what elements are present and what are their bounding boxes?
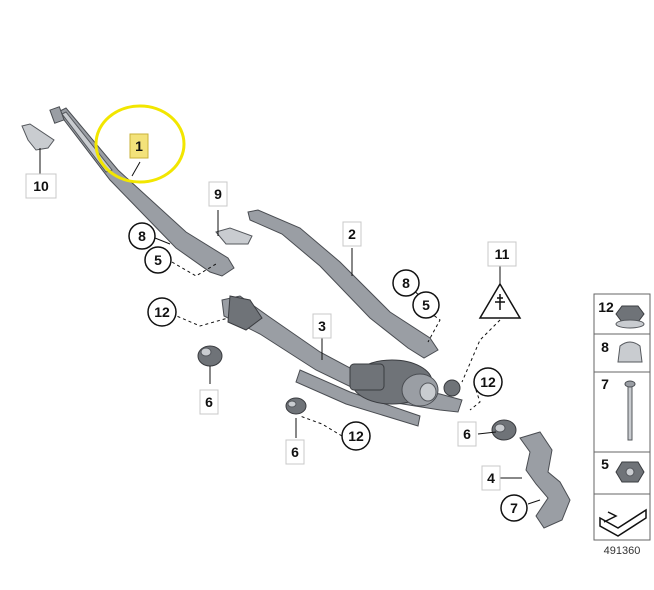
callout-2[interactable]: 2 xyxy=(342,221,362,247)
svg-text:6: 6 xyxy=(205,394,213,410)
svg-text:9: 9 xyxy=(214,186,222,202)
blade-clip-9[interactable] xyxy=(215,227,253,245)
cap-icon xyxy=(617,341,643,363)
callout-12b[interactable]: 12 xyxy=(341,421,371,451)
diagram-number: 491360 xyxy=(604,545,641,557)
grommet-left[interactable] xyxy=(197,345,223,367)
bracket[interactable] xyxy=(519,431,571,529)
svg-text:7: 7 xyxy=(601,376,609,392)
callout-12a[interactable]: 12 xyxy=(147,297,177,327)
electrical-warning-icon xyxy=(478,282,522,319)
svg-text:4: 4 xyxy=(487,470,495,486)
callout-10[interactable]: 10 xyxy=(25,173,57,199)
wiper-motor[interactable] xyxy=(349,359,439,407)
callout-1[interactable]: 1 xyxy=(129,133,149,159)
legend-item-7[interactable]: 7 xyxy=(601,376,636,441)
svg-text:5: 5 xyxy=(154,252,162,268)
legend-item-12[interactable]: 12 xyxy=(598,299,645,329)
callout-9[interactable]: 9 xyxy=(208,181,228,207)
svg-text:7: 7 xyxy=(510,500,518,516)
svg-text:8: 8 xyxy=(601,339,609,355)
callout-5a[interactable]: 5 xyxy=(144,246,172,274)
svg-text:8: 8 xyxy=(138,228,146,244)
wiper-arm-left[interactable] xyxy=(49,106,235,277)
callout-7[interactable]: 7 xyxy=(500,494,528,522)
callout-4[interactable]: 4 xyxy=(481,465,501,491)
legend-item-8[interactable]: 8 xyxy=(601,339,643,363)
callout-6b[interactable]: 6 xyxy=(285,439,305,465)
svg-text:12: 12 xyxy=(348,428,364,444)
svg-text:1: 1 xyxy=(135,138,143,154)
callout-8a[interactable]: 8 xyxy=(128,222,156,250)
legend-arrow-icon xyxy=(599,508,647,537)
svg-text:12: 12 xyxy=(598,299,614,315)
callout-12c[interactable]: 12 xyxy=(473,367,503,397)
svg-text:3: 3 xyxy=(318,318,326,334)
grommet-center[interactable] xyxy=(285,397,307,415)
callout-5b[interactable]: 5 xyxy=(412,291,440,319)
blade-clip-10[interactable] xyxy=(21,123,55,151)
svg-text:6: 6 xyxy=(463,426,471,442)
grommet-right[interactable] xyxy=(491,419,517,441)
rivet-icon xyxy=(627,383,633,441)
wiper-arm-right[interactable] xyxy=(247,209,439,359)
callout-8b[interactable]: 8 xyxy=(392,269,420,297)
legend-item-5[interactable]: 5 xyxy=(601,456,645,483)
highlight-ellipse xyxy=(94,104,186,184)
wiper-linkage[interactable] xyxy=(221,295,463,427)
svg-text:2: 2 xyxy=(348,226,356,242)
svg-text:10: 10 xyxy=(33,178,49,194)
svg-text:12: 12 xyxy=(154,304,170,320)
callout-6c[interactable]: 6 xyxy=(457,421,477,447)
svg-text:6: 6 xyxy=(291,444,299,460)
callout-6a[interactable]: 6 xyxy=(199,389,219,415)
svg-text:12: 12 xyxy=(480,374,496,390)
callout-11[interactable]: 11 xyxy=(487,241,517,267)
svg-text:5: 5 xyxy=(422,297,430,313)
svg-text:5: 5 xyxy=(601,456,609,472)
callout-3[interactable]: 3 xyxy=(312,313,332,339)
svg-text:11: 11 xyxy=(495,246,510,262)
legend-panel xyxy=(593,293,651,541)
svg-text:8: 8 xyxy=(402,275,410,291)
pivot-right[interactable] xyxy=(443,379,461,397)
